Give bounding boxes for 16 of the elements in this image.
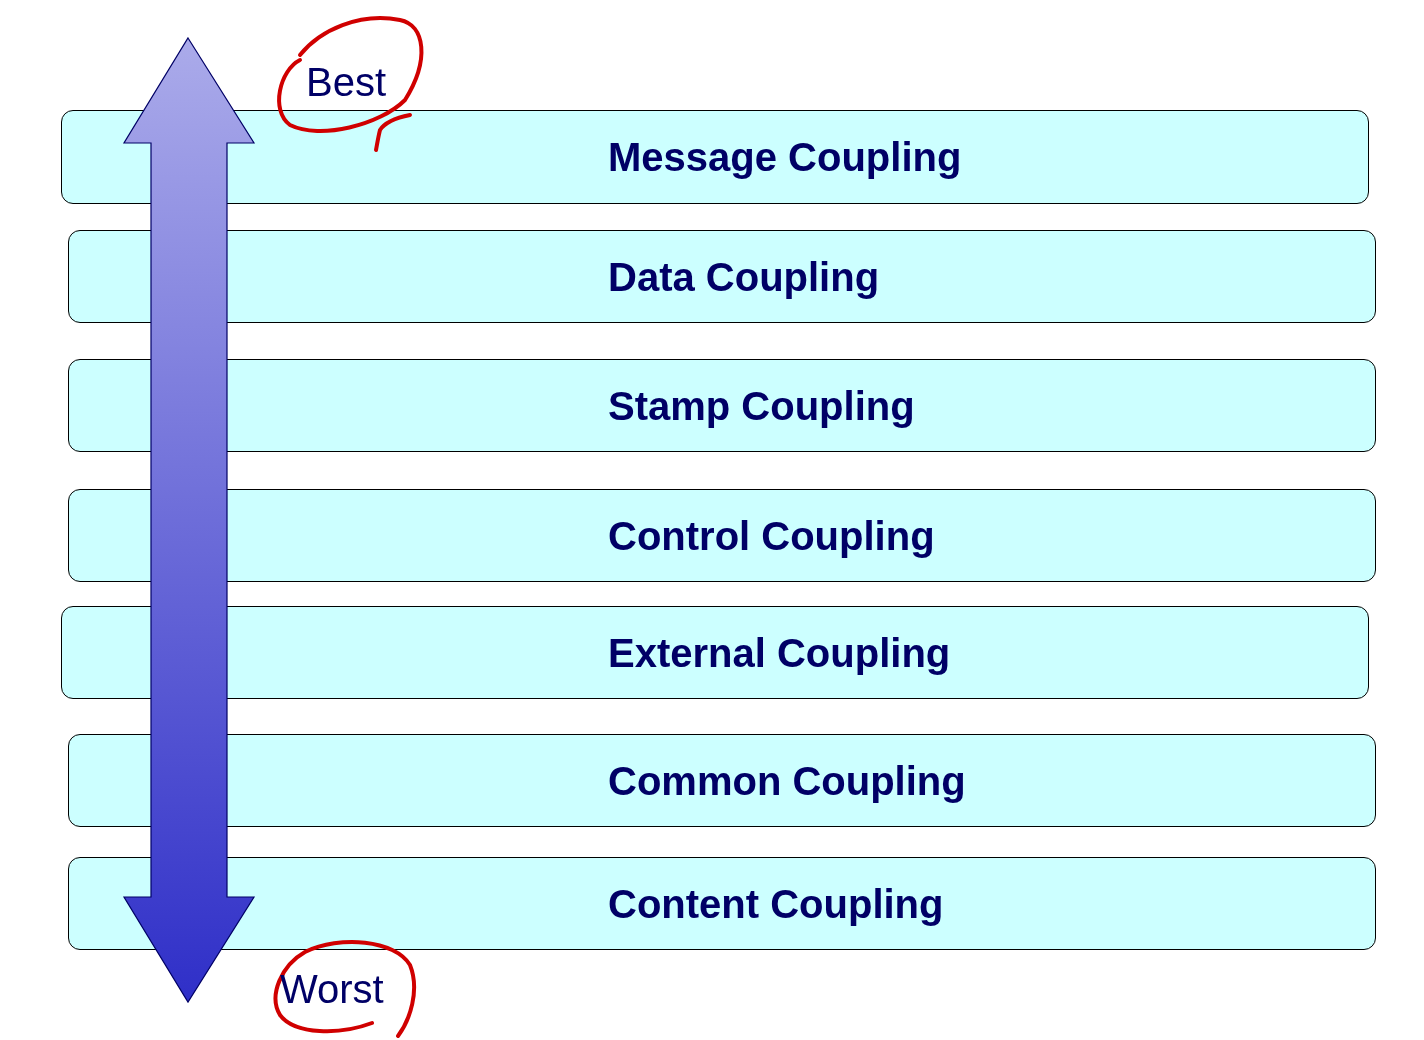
level-name: Control Coupling: [608, 513, 935, 558]
level-name: Common Coupling: [608, 758, 966, 803]
scale-label: Best: [306, 60, 387, 105]
level-box: [68, 734, 1376, 827]
level-box: [68, 359, 1376, 452]
level-box: [61, 606, 1369, 699]
scale-label: Worst: [280, 967, 384, 1012]
level-name: Stamp Coupling: [608, 383, 915, 428]
level-box: [68, 489, 1376, 582]
level-name: Content Coupling: [608, 881, 944, 926]
level-box: [68, 857, 1376, 950]
level-box: [61, 110, 1369, 204]
level-name: External Coupling: [608, 630, 951, 675]
level-box: [68, 230, 1376, 323]
level-name: Message Coupling: [608, 134, 962, 180]
level-name: Data Coupling: [608, 254, 880, 299]
